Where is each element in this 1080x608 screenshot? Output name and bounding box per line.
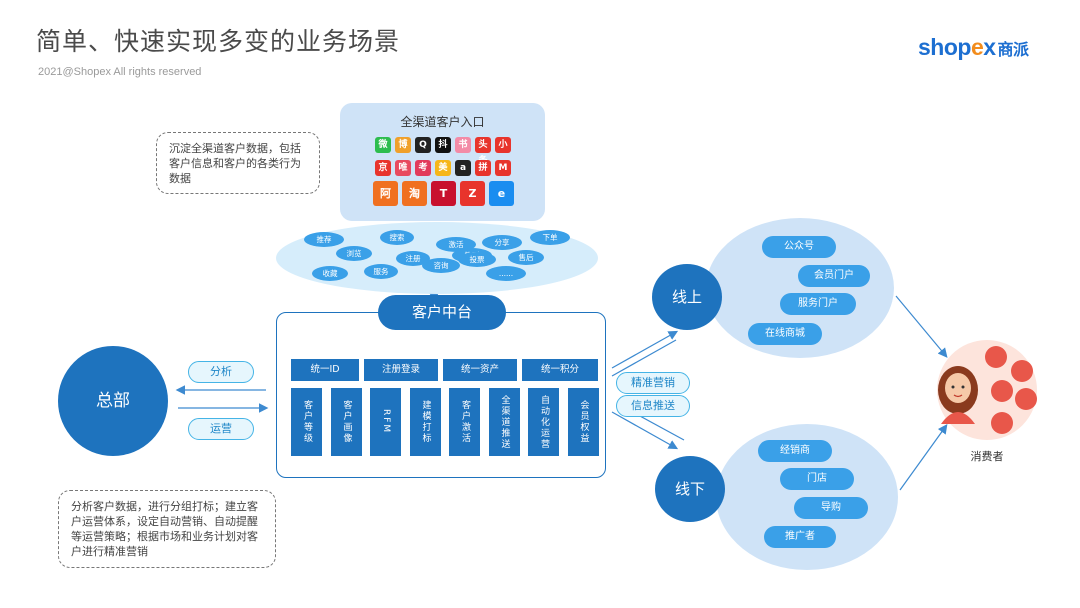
- platform-module: 客户画像: [330, 388, 362, 456]
- consumer-label: 消费者: [970, 450, 1004, 463]
- platform-module: 建模打标: [409, 388, 441, 456]
- behavior-pill: 浏览: [336, 246, 372, 261]
- behavior-pill: 注册: [396, 251, 430, 266]
- platform-header-cell: 统一资产: [443, 359, 517, 381]
- behavior-cloud: 推荐浏览收藏搜索服务注册咨询激活签到分享投票售后下单......: [276, 222, 598, 294]
- offline-channel-pill: 经销商: [758, 440, 832, 462]
- consumer-mini-avatar: [1015, 388, 1037, 410]
- taobao-icon: 淘: [402, 181, 427, 206]
- red-app-icon: 唯: [395, 160, 411, 176]
- pink-app-icon: 书: [455, 137, 471, 153]
- channels-title: 全渠道客户入口: [400, 115, 485, 129]
- platform-header-cell: 统一ID: [291, 359, 359, 381]
- amazon-icon: a: [455, 160, 471, 176]
- toutiao-icon: 头条: [475, 137, 491, 166]
- behavior-pill: 下单: [530, 230, 570, 245]
- consumer-mini-avatar: [1011, 360, 1033, 382]
- offline-node: 线下: [655, 456, 725, 522]
- online-channel-pill: 在线商城: [748, 323, 822, 345]
- customer-platform-title: 客户中台: [378, 295, 506, 330]
- page-subtitle: 2021@Shopex All rights reserved: [38, 66, 202, 78]
- tiktok-icon: 抖: [435, 137, 451, 153]
- platform-header-cell: 注册登录: [364, 359, 438, 381]
- behavior-pill: 搜索: [380, 230, 414, 245]
- suning-icon: Z: [460, 181, 485, 206]
- offline-channel-pill: 导购: [794, 497, 868, 519]
- platform-module: 全渠道推送: [488, 388, 520, 456]
- kaola-icon: 考: [415, 160, 431, 176]
- tmall-icon: T: [431, 181, 456, 206]
- consumer-mini-avatar: [985, 346, 1007, 368]
- behavior-pill: 投票: [458, 252, 496, 267]
- alibaba-icon: 阿: [373, 181, 398, 206]
- online-channel-pill: 公众号: [762, 236, 836, 258]
- eleme-icon: e: [489, 181, 514, 206]
- jd-icon: 京: [375, 160, 391, 176]
- behavior-pill: 分享: [482, 235, 522, 250]
- operate-pill: 运营: [188, 418, 254, 440]
- online-channel-pill: 服务门户: [780, 293, 856, 315]
- behavior-pill: 收藏: [312, 266, 348, 281]
- behavior-pill: 咨询: [422, 258, 460, 273]
- precise-marketing-pill: 精准营销: [616, 372, 690, 394]
- platform-module: RFM: [370, 388, 401, 456]
- platform-module: 会员权益: [567, 388, 599, 456]
- pinduoduo-icon: 拼: [475, 160, 491, 176]
- note-analyze-data: 分析客户数据，进行分组打标；建立客户运营体系，设定自动营销、自动提醒等运营策略；…: [58, 490, 276, 568]
- behavior-pill: 服务: [364, 264, 398, 279]
- platform-module: 客户等级: [291, 388, 322, 456]
- info-push-pill: 信息推送: [616, 395, 690, 417]
- meituan-icon: 美: [435, 160, 451, 176]
- consumer-mini-avatar: [991, 380, 1013, 402]
- behavior-pill: ......: [486, 266, 526, 281]
- consumer-avatar-icon: [938, 366, 978, 424]
- platform-module: 自动化运营: [528, 388, 559, 456]
- online-node: 线上: [652, 264, 722, 330]
- offline-channel-pill: 推广者: [764, 526, 836, 548]
- tmall-mart-icon: M: [495, 160, 511, 176]
- consumer-group: [937, 340, 1037, 440]
- platform-header-cell: 统一积分: [522, 359, 598, 381]
- consumer-mini-avatar: [991, 412, 1013, 434]
- online-channel-pill: 会员门户: [798, 265, 870, 287]
- behavior-pill: 推荐: [304, 232, 344, 247]
- note-collect-data: 沉淀全渠道客户数据，包括客户信息和客户的各类行为数据: [156, 132, 320, 194]
- weibo-icon: 博: [395, 137, 411, 153]
- behavior-pill: 售后: [508, 250, 544, 265]
- mini-program-icon: 小: [495, 137, 511, 153]
- qq-icon: Q: [415, 137, 431, 153]
- analyze-pill: 分析: [188, 361, 254, 383]
- platform-module: 客户激活: [449, 388, 480, 456]
- headquarters-node: 总部: [58, 346, 168, 456]
- offline-channel-pill: 门店: [780, 468, 854, 490]
- page-title: 简单、快速实现多变的业务场景: [36, 27, 401, 56]
- wechat-icon: 微: [375, 137, 391, 153]
